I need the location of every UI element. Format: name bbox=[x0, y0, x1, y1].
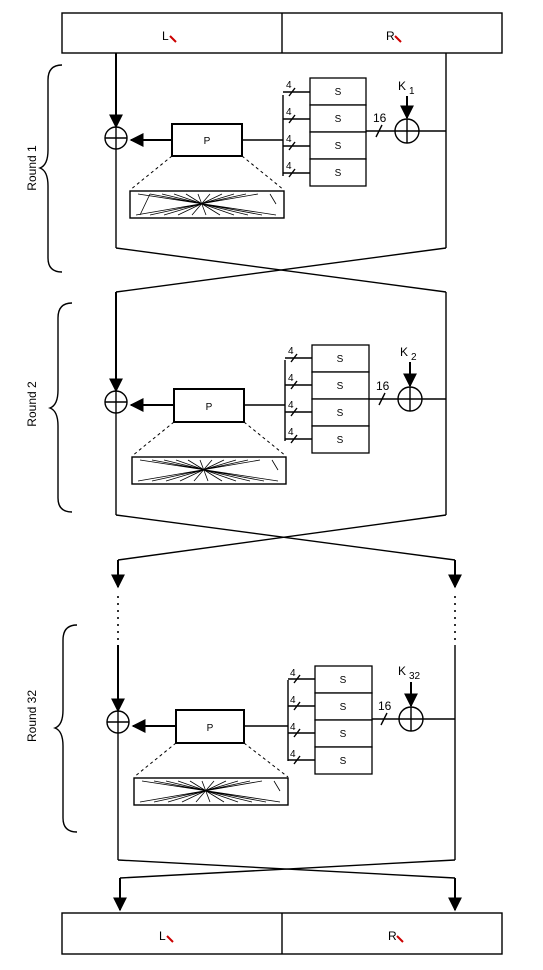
round-1-bits: 16 bbox=[373, 111, 387, 125]
top-left-label: L bbox=[162, 29, 169, 43]
round-1-key: K bbox=[398, 79, 406, 93]
round-32-label: Round 32 bbox=[25, 690, 39, 742]
round-2-label: Round 2 bbox=[25, 381, 39, 427]
round-1-sbox-4: S bbox=[335, 168, 342, 179]
round-32-key-sub: 32 bbox=[409, 671, 421, 682]
bottom-right-marker-icon bbox=[396, 935, 404, 943]
round-1-sbox-2: S bbox=[335, 114, 342, 125]
round-2-perm: P bbox=[206, 402, 213, 413]
top-left-marker-icon bbox=[169, 35, 177, 43]
round-2: Round 2 K 2 16 S S S S 4 4 bbox=[25, 292, 447, 515]
round-1-bus-slash bbox=[375, 124, 383, 138]
round-32-bits: 16 bbox=[378, 699, 392, 713]
top-register: L R bbox=[61, 12, 503, 54]
round-32-bits-2: 4 bbox=[290, 695, 296, 706]
round-32-key: K bbox=[398, 664, 406, 678]
round-2-sbox-4: S bbox=[337, 435, 344, 446]
round-2-brace bbox=[48, 302, 73, 513]
round-2-key-sub: 2 bbox=[411, 352, 417, 363]
round-32-sbox-1: S bbox=[340, 675, 347, 686]
round-1: Round 1 K 1 16 S S S S 4 4 bbox=[25, 53, 447, 273]
round-1-sbox-3: S bbox=[335, 141, 342, 152]
bottom-left-label: L bbox=[159, 929, 166, 943]
crossover-1 bbox=[115, 247, 447, 293]
crossover-final bbox=[113, 859, 462, 912]
round-32-sbox-4: S bbox=[340, 756, 347, 767]
round-1-key-sub: 1 bbox=[409, 86, 415, 97]
round-32: Round 32 K 32 16 S S S S 4 4 bbox=[25, 624, 456, 860]
round-2-sbox-3: S bbox=[337, 408, 344, 419]
round-2-bits: 16 bbox=[376, 379, 390, 393]
round-2-bits-4: 4 bbox=[288, 427, 294, 438]
round-2-sbox-1: S bbox=[337, 354, 344, 365]
bottom-left-marker-icon bbox=[166, 935, 174, 943]
round-32-perm: P bbox=[207, 723, 214, 734]
round-2-bits-1: 4 bbox=[288, 346, 294, 357]
round-2-key: K bbox=[400, 345, 408, 359]
round-2-bits-2: 4 bbox=[288, 373, 294, 384]
round-1-sbox-1: S bbox=[335, 87, 342, 98]
round-1-bits-1: 4 bbox=[286, 80, 292, 91]
round-1-label: Round 1 bbox=[25, 145, 39, 191]
round-1-bits-3: 4 bbox=[286, 134, 292, 145]
round-32-bits-3: 4 bbox=[290, 722, 296, 733]
round-32-sbox-3: S bbox=[340, 729, 347, 740]
round-1-brace bbox=[38, 64, 63, 273]
round-32-bits-1: 4 bbox=[290, 668, 296, 679]
round-2-bits-3: 4 bbox=[288, 400, 294, 411]
round-1-bits-2: 4 bbox=[286, 107, 292, 118]
top-right-marker-icon bbox=[394, 35, 402, 43]
round-1-perm: P bbox=[204, 136, 211, 147]
bottom-right-label: R bbox=[388, 929, 397, 943]
round-1-bits-4: 4 bbox=[286, 161, 292, 172]
bottom-register: L R bbox=[61, 912, 503, 955]
round-32-brace bbox=[53, 624, 78, 833]
round-32-sbox-2: S bbox=[340, 702, 347, 713]
round-32-bits-4: 4 bbox=[290, 749, 296, 760]
round-2-sbox-2: S bbox=[337, 381, 344, 392]
top-right-label: R bbox=[386, 29, 395, 43]
crossover-2 bbox=[111, 514, 462, 640]
